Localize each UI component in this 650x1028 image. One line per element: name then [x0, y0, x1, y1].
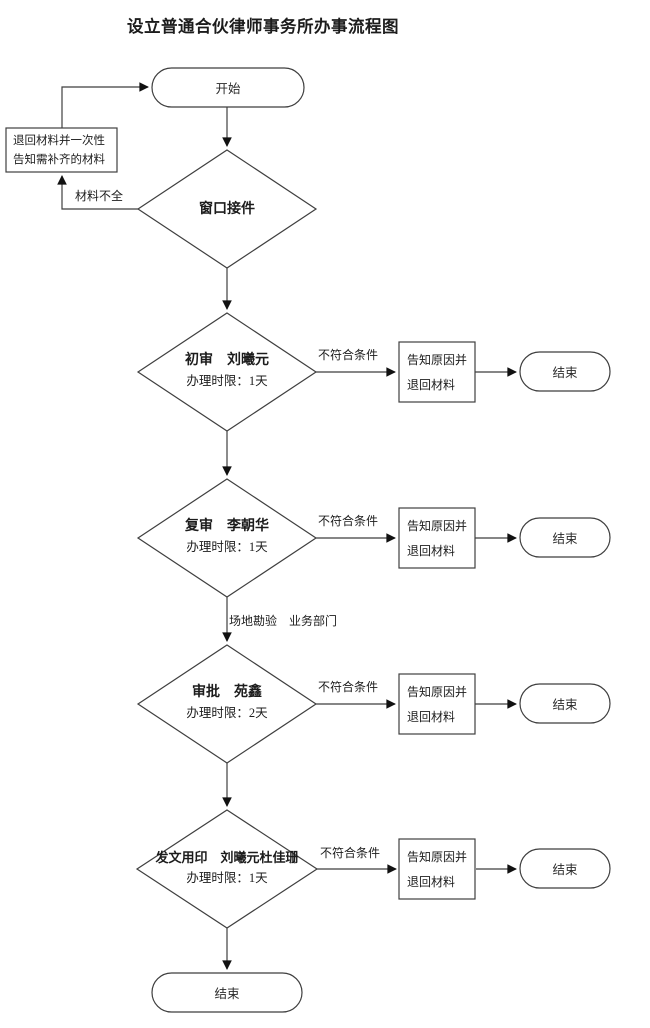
- edge-returnbox-to-start: [61, 82, 149, 128]
- second-review-line2: 办理时限：1天: [186, 540, 268, 554]
- notify-box-2-shape: [398, 507, 476, 569]
- notify-box-2-label: 告知原因并 退回材料: [399, 508, 475, 568]
- start-terminal-shape: [151, 67, 305, 108]
- window-intake-text: 窗口接件: [199, 202, 255, 217]
- return-materials-box-shape: [5, 127, 118, 173]
- end-terminal-2-shape: [519, 517, 611, 558]
- notify-box-4-shape: [398, 838, 476, 900]
- notify-box-1-line2: 退回材料: [407, 378, 456, 392]
- edge-window-to-returnbox: [57, 175, 138, 210]
- return-materials-line1: 退回材料并一次性: [13, 135, 105, 147]
- edge-label-not-qualified-4: 不符合条件: [320, 846, 381, 860]
- notify-box-1-shape: [398, 341, 476, 403]
- start-terminal-label: 开始: [215, 82, 241, 96]
- edge-label-not-qualified-1: 不符合条件: [318, 348, 379, 362]
- edge-label-not-qualified-2: 不符合条件: [318, 514, 379, 528]
- end-terminal-4-label: 结束: [552, 863, 578, 877]
- page-title: 设立普通合伙律师事务所办事流程图: [127, 17, 399, 36]
- initial-review-label: 初审 刘曦元 办理时限：1天: [137, 350, 317, 392]
- notify-box-3-shape: [398, 673, 476, 735]
- end-terminal-1-label: 结束: [552, 366, 578, 380]
- notify-box-2-line2: 退回材料: [407, 544, 456, 558]
- end-terminal-2-label: 结束: [552, 532, 578, 546]
- notify-box-3-line1: 告知原因并: [407, 685, 468, 699]
- notify-box-4-label: 告知原因并 退回材料: [399, 839, 475, 899]
- second-review-line1: 复审 李朝华: [185, 519, 269, 534]
- initial-review-diamond: [136, 312, 318, 432]
- notify-box-3-label: 告知原因并 退回材料: [399, 674, 475, 734]
- edge-label-materials-incomplete: 材料不全: [75, 189, 124, 203]
- initial-review-line2: 办理时限：1天: [186, 374, 268, 388]
- end-terminal-bottom-label: 结束: [214, 987, 240, 1001]
- end-terminal-3-label: 结束: [552, 698, 578, 712]
- window-intake-diamond: [136, 149, 318, 269]
- second-review-label: 复审 李朝华 办理时限：1天: [137, 516, 317, 558]
- end-terminal-bottom-shape: [151, 972, 303, 1013]
- window-intake-label: 窗口接件: [137, 199, 317, 220]
- notify-box-3-line2: 退回材料: [407, 710, 456, 724]
- notify-box-2-line1: 告知原因并: [407, 519, 468, 533]
- end-terminal-1-shape: [519, 351, 611, 392]
- end-terminal-4-shape: [519, 848, 611, 889]
- approval-label: 审批 苑鑫 办理时限：2天: [137, 682, 317, 724]
- approval-diamond: [136, 644, 318, 764]
- approval-line1: 审批 苑鑫: [192, 685, 262, 700]
- issue-seal-label: 发文用印 刘曦元杜佳珊 办理时限：1天: [132, 847, 322, 889]
- second-review-diamond: [136, 478, 318, 598]
- edge-label-site-inspection: 场地勘验 业务部门: [229, 614, 338, 628]
- edge-label-not-qualified-3: 不符合条件: [318, 680, 379, 694]
- notify-box-4-line2: 退回材料: [407, 875, 456, 889]
- end-terminal-3-shape: [519, 683, 611, 724]
- return-materials-box-label: 退回材料并一次性 告知需补齐的材料: [6, 128, 117, 172]
- notify-box-4-line1: 告知原因并: [407, 850, 468, 864]
- issue-seal-line2: 办理时限：1天: [186, 871, 268, 885]
- issue-seal-line1: 发文用印 刘曦元杜佳珊: [155, 850, 299, 865]
- initial-review-line1: 初审 刘曦元: [185, 353, 269, 368]
- issue-seal-diamond: [135, 809, 319, 929]
- approval-line2: 办理时限：2天: [186, 706, 268, 720]
- return-materials-line2: 告知需补齐的材料: [13, 154, 105, 166]
- notify-box-1-label: 告知原因并 退回材料: [399, 342, 475, 402]
- notify-box-1-line1: 告知原因并: [407, 353, 468, 367]
